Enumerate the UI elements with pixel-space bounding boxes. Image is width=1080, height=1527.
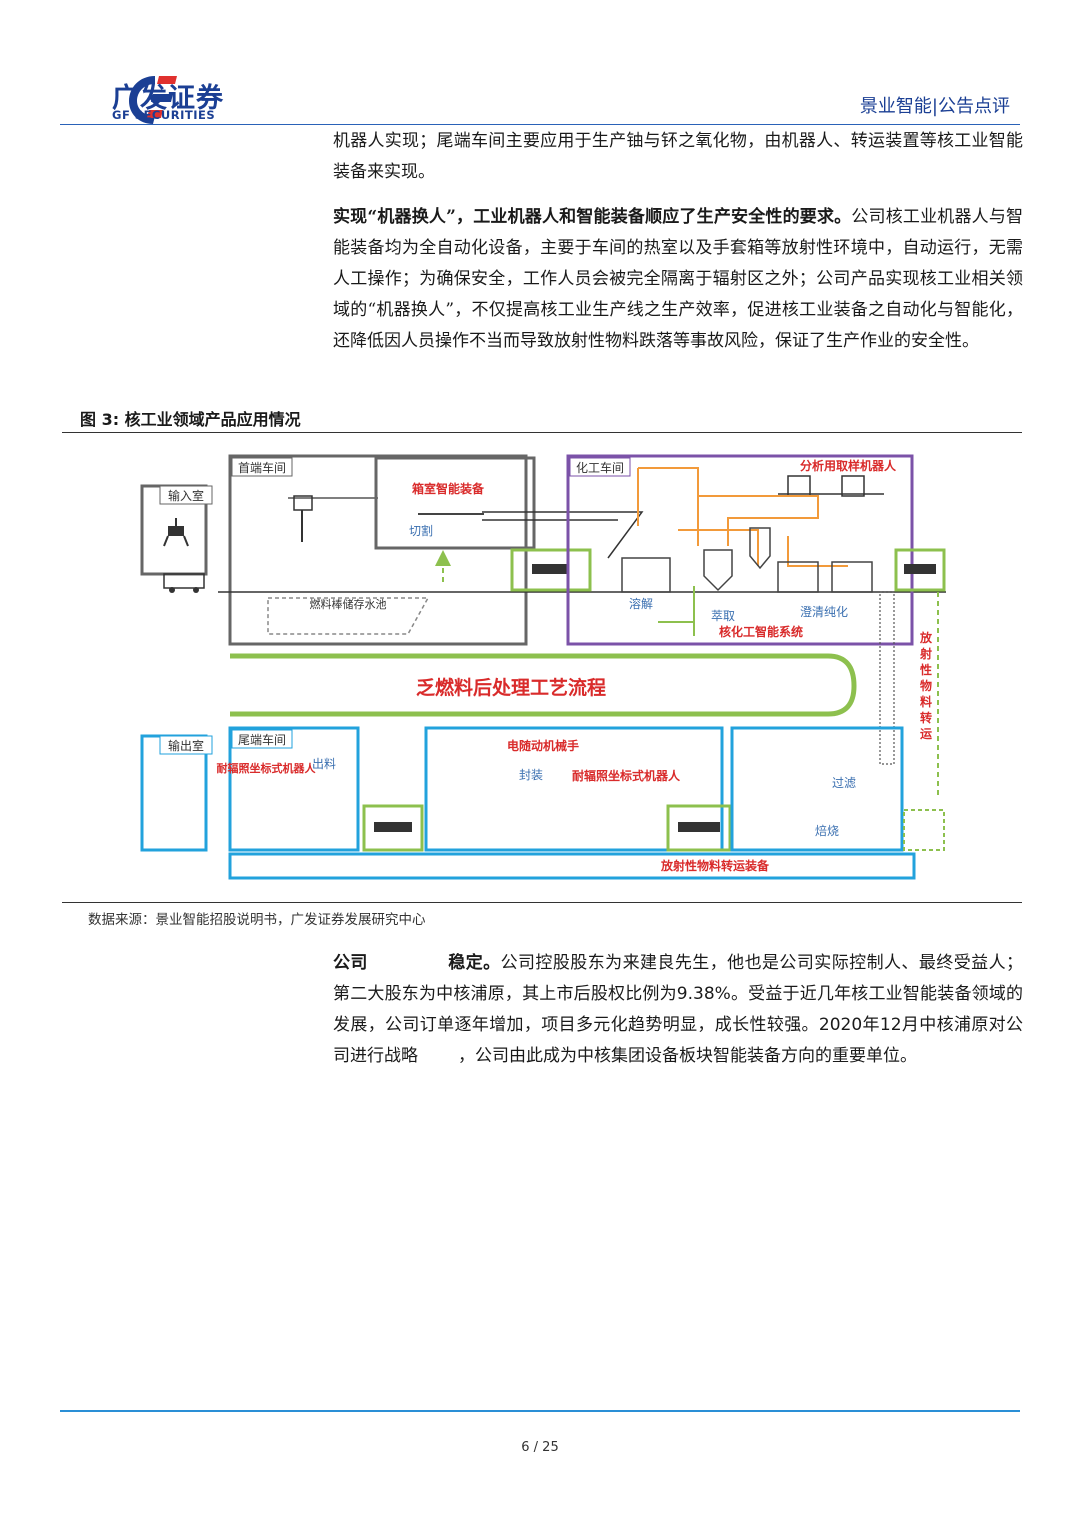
calcination-workshop-box bbox=[730, 726, 904, 852]
logo-chinese-name: 广发证券 bbox=[112, 83, 224, 114]
label-dissolve: 溶解 bbox=[629, 596, 653, 611]
paragraph-3-lead-a: 公司 bbox=[333, 953, 368, 973]
chem-workshop-box bbox=[566, 454, 914, 646]
sealing-workshop-box bbox=[424, 726, 724, 852]
nuclear-process-diagram: 输入室 首端车间 箱室智能装备 切割 燃料棒储存水池 化工车间 分析用取样机器人 bbox=[140, 454, 946, 880]
label-extraction: 萃取 bbox=[711, 609, 735, 623]
label-filter: 过滤 bbox=[832, 776, 856, 790]
label-servo-manipulator: 电随动机械手 bbox=[507, 738, 579, 753]
figure-source: 数据来源：景业智能招股说明书，广发证券发展研究中心 bbox=[88, 912, 426, 928]
input-robot-icon bbox=[163, 518, 189, 547]
box-room-equipment-box bbox=[374, 456, 536, 550]
gf-logo-icon bbox=[129, 76, 177, 124]
equity-ratio: 9.38% bbox=[676, 984, 731, 1004]
figure-bottom-rule bbox=[62, 902, 1022, 903]
process-flow-loop bbox=[230, 653, 857, 717]
label-fuel-rod-pool: 燃料棒储存水池 bbox=[310, 597, 387, 611]
label-sampling-robot: 分析用取样机器人 bbox=[800, 458, 897, 473]
year-value: 2020 bbox=[818, 1015, 863, 1035]
label-cartesian-robot: 耐辐照坐标式机器人 bbox=[572, 768, 681, 783]
paragraph-3-lead-b: 稳定。 bbox=[447, 953, 501, 973]
transfer-cart-2 bbox=[894, 548, 946, 592]
paragraph-3-text-c: 年 bbox=[862, 1015, 880, 1035]
tail-workshop-box bbox=[228, 726, 360, 852]
footer-divider bbox=[60, 1410, 1020, 1412]
label-chem-smart-system: 核化工智能系统 bbox=[719, 624, 803, 639]
label-tail-workshop: 尾端车间 bbox=[238, 732, 286, 747]
transfer-cart-1 bbox=[510, 548, 592, 592]
label-clarify-purify: 澄清纯化 bbox=[800, 604, 848, 619]
paragraph-1: 机器人实现；尾端车间主要应用于生产铀与钚之氧化物，由机器人、转运装置等核工业智能… bbox=[333, 126, 1023, 188]
paragraph-2: 实现“机器换人”，工业机器人和智能装备顺应了生产安全性的要求。公司核工业机器人与… bbox=[333, 202, 1023, 357]
paragraph-3-text-b: 。受益于近几年核工业智能装备领域的发展，公司订单逐年增加，项目多元化趋势明显，成… bbox=[333, 984, 1024, 1035]
paragraph-3-text-d: 月中核浦原对公司进行战略 bbox=[333, 1015, 1024, 1066]
label-tail-cartesian-robot: 耐辐照坐标式机器人 bbox=[217, 761, 317, 775]
truck-icon bbox=[163, 573, 205, 593]
transfer-cart-4 bbox=[666, 804, 732, 852]
label-calcination: 焙烧 bbox=[815, 823, 839, 838]
label-sealing: 封装 bbox=[519, 768, 543, 782]
month-value: 12 bbox=[879, 1015, 902, 1035]
label-radioactive-transfer: 放射性物料转运 bbox=[919, 630, 933, 741]
figure-top-rule bbox=[62, 432, 1022, 433]
transfer-equipment-band bbox=[228, 852, 916, 880]
paragraph-1-text: 机器人实现；尾端车间主要应用于生产铀与钚之氧化物，由机器人、转运装置等核工业智能… bbox=[333, 131, 1023, 182]
report-section-label: 景业智能|公告点评 bbox=[859, 96, 1010, 117]
transfer-cart-3 bbox=[362, 804, 424, 852]
paragraph-3: 公司 稳定。公司控股股东为来建良先生，他也是公司实际控制人、最终受益人；第二大股东… bbox=[333, 948, 1023, 1072]
label-box-room-equipment: 箱室智能装备 bbox=[412, 481, 485, 496]
logo-english-name: GF SECURITIES bbox=[112, 108, 216, 122]
label-process-flow: 乏燃料后处理工艺流程 bbox=[416, 676, 606, 699]
label-discharge: 出料 bbox=[312, 757, 336, 771]
label-output-room: 输出室 bbox=[168, 738, 204, 753]
paragraph-3-text-a: 公司控股股东为来建良先生，他也是公司实际控制人、最终受益人；第二大股东为中核浦原… bbox=[333, 953, 1024, 1004]
paragraph-3-text-e: ，公司由此成为中核集团设备板块智能装备方向的重要单位。 bbox=[458, 1046, 917, 1066]
label-input-room: 输入室 bbox=[168, 488, 204, 503]
header-divider bbox=[60, 124, 1020, 125]
figure-title: 图 3: 核工业领域产品应用情况 bbox=[80, 410, 301, 429]
paragraph-2-text: 公司核工业机器人与智能装备均为全自动化设备，主要于车间的热室以及手套箱等放射性环… bbox=[333, 207, 1024, 351]
label-transfer-equipment: 放射性物料转运装备 bbox=[660, 858, 770, 873]
label-cutting: 切割 bbox=[409, 523, 433, 538]
paragraph-2-lead: 实现“机器换人”，工业机器人和智能装备顺应了生产安全性的要求。 bbox=[333, 207, 852, 227]
label-head-workshop: 首端车间 bbox=[238, 460, 286, 475]
transfer-cart-5 bbox=[903, 809, 945, 851]
page-number: 6 / 25 bbox=[521, 1440, 559, 1455]
label-chem-workshop: 化工车间 bbox=[576, 460, 624, 475]
